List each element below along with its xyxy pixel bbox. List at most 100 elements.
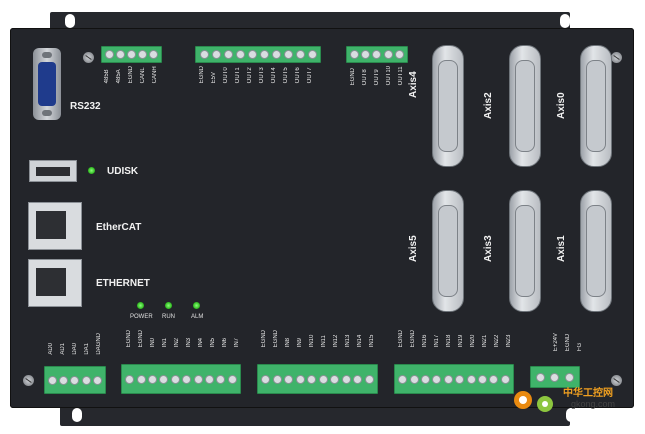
pin-label: DA0 bbox=[72, 343, 78, 355]
pin-label: IN5 bbox=[210, 338, 216, 348]
ethernet-port[interactable] bbox=[28, 259, 82, 307]
pin-label: IN19 bbox=[458, 334, 464, 348]
pin-label: IN18 bbox=[446, 334, 452, 348]
pin-label: IN10 bbox=[309, 334, 315, 348]
pin-label: OUT2 bbox=[247, 67, 253, 84]
terminal-inputs-a[interactable] bbox=[121, 364, 241, 394]
axis4-connector[interactable] bbox=[432, 45, 464, 167]
mounting-hole bbox=[65, 14, 75, 28]
pin-label: OUT10 bbox=[386, 66, 392, 86]
power-led-label: POWER bbox=[130, 314, 153, 320]
axis1-connector[interactable] bbox=[580, 190, 612, 312]
pin-label: IN23 bbox=[506, 334, 512, 348]
terminal-outputs-a[interactable] bbox=[195, 46, 321, 63]
pin-label: DAGND bbox=[96, 333, 102, 355]
pin-label: OUT1 bbox=[235, 67, 241, 84]
watermark-url: gkong.com bbox=[571, 399, 616, 409]
terminal-inputs-c-labels: EGND EGND IN16 IN17 IN18 IN19 IN20 IN21 … bbox=[397, 330, 514, 347]
watermark-cn: 中华工控网 bbox=[563, 388, 613, 399]
pin-label: FG bbox=[577, 342, 583, 352]
pin-label: IN12 bbox=[333, 334, 339, 348]
alm-led-icon bbox=[193, 302, 200, 309]
pin-label: IN0 bbox=[150, 338, 156, 348]
power-led-icon bbox=[137, 302, 144, 309]
ethercat-port[interactable] bbox=[28, 202, 82, 250]
screw-icon bbox=[23, 375, 34, 386]
pin-label: OUT0 bbox=[223, 67, 229, 84]
pin-label: OUT7 bbox=[307, 67, 313, 84]
axis5-label: Axis5 bbox=[408, 235, 419, 262]
pin-label: IN21 bbox=[482, 334, 488, 348]
terminal-outputs-b[interactable] bbox=[346, 46, 408, 63]
pin-label: E5V bbox=[211, 72, 217, 84]
mounting-hole bbox=[566, 408, 576, 422]
terminal-analog[interactable] bbox=[44, 366, 106, 394]
run-led-icon bbox=[165, 302, 172, 309]
pin-label: IN14 bbox=[357, 334, 363, 348]
pin-label: DA1 bbox=[84, 343, 90, 355]
terminal-can485[interactable] bbox=[101, 46, 162, 63]
pin-label: IN13 bbox=[345, 334, 351, 348]
terminal-power[interactable] bbox=[530, 366, 580, 388]
terminal-analog-labels: AD0 AD1 DA0 DA1 DAGND bbox=[47, 333, 104, 355]
axis2-label: Axis2 bbox=[483, 92, 494, 119]
axis3-connector[interactable] bbox=[509, 190, 541, 312]
pin-label: IN17 bbox=[434, 334, 440, 348]
ethercat-label: EtherCAT bbox=[96, 222, 142, 233]
mounting-hole bbox=[560, 14, 570, 28]
axis5-connector[interactable] bbox=[432, 190, 464, 312]
axis4-label: Axis4 bbox=[408, 71, 419, 98]
screw-icon bbox=[83, 52, 94, 63]
pin-label: IN8 bbox=[285, 338, 291, 348]
pin-label: 485B bbox=[104, 69, 110, 84]
axis0-connector[interactable] bbox=[580, 45, 612, 167]
terminal-can485-labels: 485B 485A EGND CANL CANH bbox=[103, 66, 160, 83]
pin-label: EGND bbox=[126, 330, 132, 348]
pin-label: IN22 bbox=[494, 334, 500, 348]
mounting-hole bbox=[72, 408, 82, 422]
axis2-connector[interactable] bbox=[509, 45, 541, 167]
pin-label: EGND bbox=[273, 330, 279, 348]
pin-label: EGND bbox=[565, 333, 571, 352]
rs232-connector[interactable] bbox=[33, 48, 61, 120]
pin-label: EGND bbox=[128, 66, 134, 84]
pin-label: 485A bbox=[116, 69, 122, 84]
terminal-inputs-c[interactable] bbox=[394, 364, 514, 394]
terminal-power-labels: E+24V EGND FG bbox=[552, 333, 585, 351]
pin-label: EGND bbox=[398, 330, 404, 348]
axis3-label: Axis3 bbox=[483, 235, 494, 262]
pin-label: IN3 bbox=[186, 338, 192, 348]
pin-label: EGND bbox=[261, 330, 267, 348]
pin-label: IN11 bbox=[321, 335, 327, 348]
pin-label: OUT8 bbox=[362, 69, 368, 86]
pin-label: EGND bbox=[350, 68, 356, 86]
udisk-led-icon bbox=[88, 167, 95, 174]
pin-label: CANL bbox=[140, 67, 146, 84]
pin-label: IN15 bbox=[369, 334, 375, 348]
pin-label: IN7 bbox=[234, 338, 240, 348]
pin-label: EGND bbox=[138, 330, 144, 348]
terminal-inputs-b[interactable] bbox=[257, 364, 378, 394]
pin-label: IN1 bbox=[162, 338, 168, 348]
run-led-label: RUN bbox=[162, 314, 175, 320]
pin-label: OUT11 bbox=[398, 66, 404, 86]
terminal-inputs-b-labels: EGND EGND IN8 IN9 IN10 IN11 IN12 IN13 IN… bbox=[260, 330, 377, 347]
pin-label: IN4 bbox=[198, 338, 204, 348]
pin-label: IN20 bbox=[470, 334, 476, 348]
udisk-label: UDISK bbox=[107, 166, 139, 177]
screw-icon bbox=[611, 52, 622, 63]
terminal-outputs-b-labels: EGND OUT8 OUT9 OUT10 OUT11 bbox=[349, 66, 406, 85]
pin-label: IN16 bbox=[422, 334, 428, 348]
pin-label: CANH bbox=[152, 66, 158, 84]
screw-icon bbox=[611, 375, 622, 386]
pin-label: OUT5 bbox=[283, 67, 289, 84]
pin-label: OUT3 bbox=[259, 67, 265, 84]
pin-label: AD1 bbox=[60, 343, 66, 355]
pin-label: E+24V bbox=[553, 333, 559, 352]
rs232-label: RS232 bbox=[70, 101, 101, 112]
usb-port[interactable] bbox=[29, 160, 77, 182]
pin-label: OUT6 bbox=[295, 67, 301, 84]
gkong-watermark: 中华工控网 gkong.com bbox=[505, 378, 645, 418]
pin-label: EGND bbox=[199, 66, 205, 84]
axis1-label: Axis1 bbox=[556, 235, 567, 262]
